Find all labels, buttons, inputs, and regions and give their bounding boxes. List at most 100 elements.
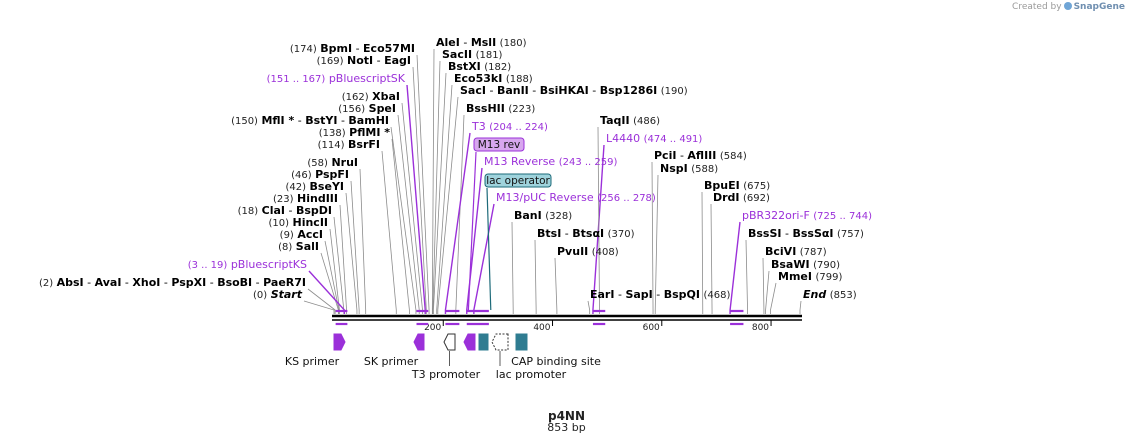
site-leader-42 xyxy=(345,192,358,314)
site-leader-584 xyxy=(651,161,654,314)
axis-tick-label-800: 800 xyxy=(752,323,769,333)
site-leader-2 xyxy=(307,288,336,314)
site-label-part: - xyxy=(160,276,171,289)
site-leader-190 xyxy=(437,96,459,314)
feature-lac-operator xyxy=(478,333,489,351)
site-label-part: BanII xyxy=(497,84,529,97)
site-label-part: BamHI xyxy=(348,114,389,127)
site-label-757: BssSI - BssSαI (757) xyxy=(748,227,864,240)
site-leader-853 xyxy=(799,300,802,314)
site-label-part: (474 .. 491) xyxy=(644,134,703,145)
site-label-part: - xyxy=(285,204,296,217)
site-label-114: (114) BsrFI xyxy=(318,138,380,151)
site-leader-790 xyxy=(765,270,770,314)
site-label-19: (3 .. 19) pBluescriptKS xyxy=(188,258,307,271)
site-label-part: SalI xyxy=(296,240,319,253)
site-label-part: (9) xyxy=(280,230,294,241)
site-label-part: BsrFI xyxy=(348,138,380,151)
site-label-part: - xyxy=(460,36,471,49)
site-label-part: pBR322ori-F xyxy=(742,209,810,222)
site-label-part: (853) xyxy=(830,290,857,301)
site-leader-468 xyxy=(587,300,591,314)
site-label-part: BpuEI xyxy=(704,179,740,192)
site-label-part: (181) xyxy=(476,50,503,61)
site-label-part: - xyxy=(561,227,572,240)
plasmid-name: p4NN xyxy=(547,409,586,423)
site-label-part: (675) xyxy=(743,181,770,192)
site-label-part: PciI xyxy=(654,149,676,162)
site-label-part: BciVI xyxy=(765,245,796,258)
site-label-part: BstYI xyxy=(305,114,337,127)
feature-ks-primer xyxy=(333,333,346,351)
site-leader-692 xyxy=(710,203,713,314)
site-label-part: (188) xyxy=(506,74,533,85)
site-label-part: - xyxy=(294,114,305,127)
site-leader-204 xyxy=(444,132,471,314)
site-label-part: (182) xyxy=(484,62,511,73)
site-label-468: EarI - SapI - BspQI (468) xyxy=(590,288,730,301)
site-label-370: BtsI - BtsαI (370) xyxy=(537,227,635,240)
site-label-692: DrdI (692) xyxy=(713,191,770,204)
site-leader-675 xyxy=(701,191,704,314)
site-label-part: (588) xyxy=(691,164,718,175)
site-label-part: Eco53kI xyxy=(454,72,502,85)
site-label-part: Start xyxy=(271,288,303,301)
site-label-part: - xyxy=(614,288,625,301)
feature-sk-primer xyxy=(413,333,425,351)
site-labels: (0) Start(2) AbsI - AvaI - XhoI - PspXI … xyxy=(39,36,872,301)
site-label-part: BsiHKAI xyxy=(540,84,589,97)
site-label-2: (2) AbsI - AvaI - XhoI - PspXI - BsoBI -… xyxy=(39,276,306,289)
site-label-0: (0) Start xyxy=(253,288,303,301)
site-label-part: BsoBI xyxy=(217,276,252,289)
site-label-part: SacII xyxy=(442,48,472,61)
feature-label-cap-binding-site: CAP binding site xyxy=(511,355,601,368)
site-label-167: (151 .. 167) pBluescriptSK xyxy=(267,72,406,85)
site-label-part: PaeR7I xyxy=(263,276,306,289)
site-label-408: PvuII (408) xyxy=(557,245,619,258)
watermark-brand: SnapGene xyxy=(1073,2,1125,12)
site-label-part: (156) xyxy=(338,104,365,115)
site-label-part: (725 .. 744) xyxy=(813,211,872,222)
site-label-part: (408) xyxy=(592,247,619,258)
site-label-138: (138) PflMI * xyxy=(319,126,390,139)
site-label-part: SacI xyxy=(460,84,486,97)
site-leader-223 xyxy=(455,114,465,314)
site-label-58: (58) NruI xyxy=(307,156,358,169)
site-label-256: M13/pUC Reverse (256 .. 278) xyxy=(496,191,656,204)
site-label-part: XbaI xyxy=(372,90,400,103)
site-label-9: (9) AccI xyxy=(280,228,323,241)
site-leader-180 xyxy=(431,48,435,314)
site-label-part: (223) xyxy=(508,104,535,115)
site-label-part: (18) xyxy=(238,206,259,217)
site-label-part: AccI xyxy=(297,228,323,241)
boxed-label-frame-0 xyxy=(473,137,525,152)
site-label-part: (799) xyxy=(815,272,842,283)
site-label-part: SpeI xyxy=(369,102,396,115)
site-label-part: - xyxy=(121,276,132,289)
site-label-23: (23) HindIII xyxy=(273,192,338,205)
site-label-part: BssSαI xyxy=(792,227,833,240)
site-leader-181 xyxy=(432,60,441,314)
site-label-part: MmeI xyxy=(778,270,812,283)
site-label-204: T3 (204 .. 224) xyxy=(471,120,548,133)
site-label-part: M13 Reverse xyxy=(484,155,555,168)
site-leader-588 xyxy=(654,174,659,314)
site-label-162: (162) XbaI xyxy=(342,90,400,103)
feature-label-sk-primer: SK primer xyxy=(364,355,419,368)
site-leader-757 xyxy=(745,239,748,314)
boxed-label-leader-1 xyxy=(486,187,492,311)
site-label-part: AbsI xyxy=(57,276,84,289)
site-label-part: BspQI xyxy=(664,288,700,301)
site-label-part: (486) xyxy=(633,116,660,127)
site-label-part: BssHII xyxy=(466,102,505,115)
site-label-part: (3 .. 19) xyxy=(188,260,228,271)
site-label-243: M13 Reverse (243 .. 259) xyxy=(484,155,617,168)
site-leader-182 xyxy=(433,72,447,314)
feature-label-t3-promoter: T3 promoter xyxy=(411,368,481,381)
axis-tick-label-400: 400 xyxy=(533,323,550,333)
site-label-46: (46) PspFI xyxy=(291,168,349,181)
site-label-part: (692) xyxy=(743,193,770,204)
